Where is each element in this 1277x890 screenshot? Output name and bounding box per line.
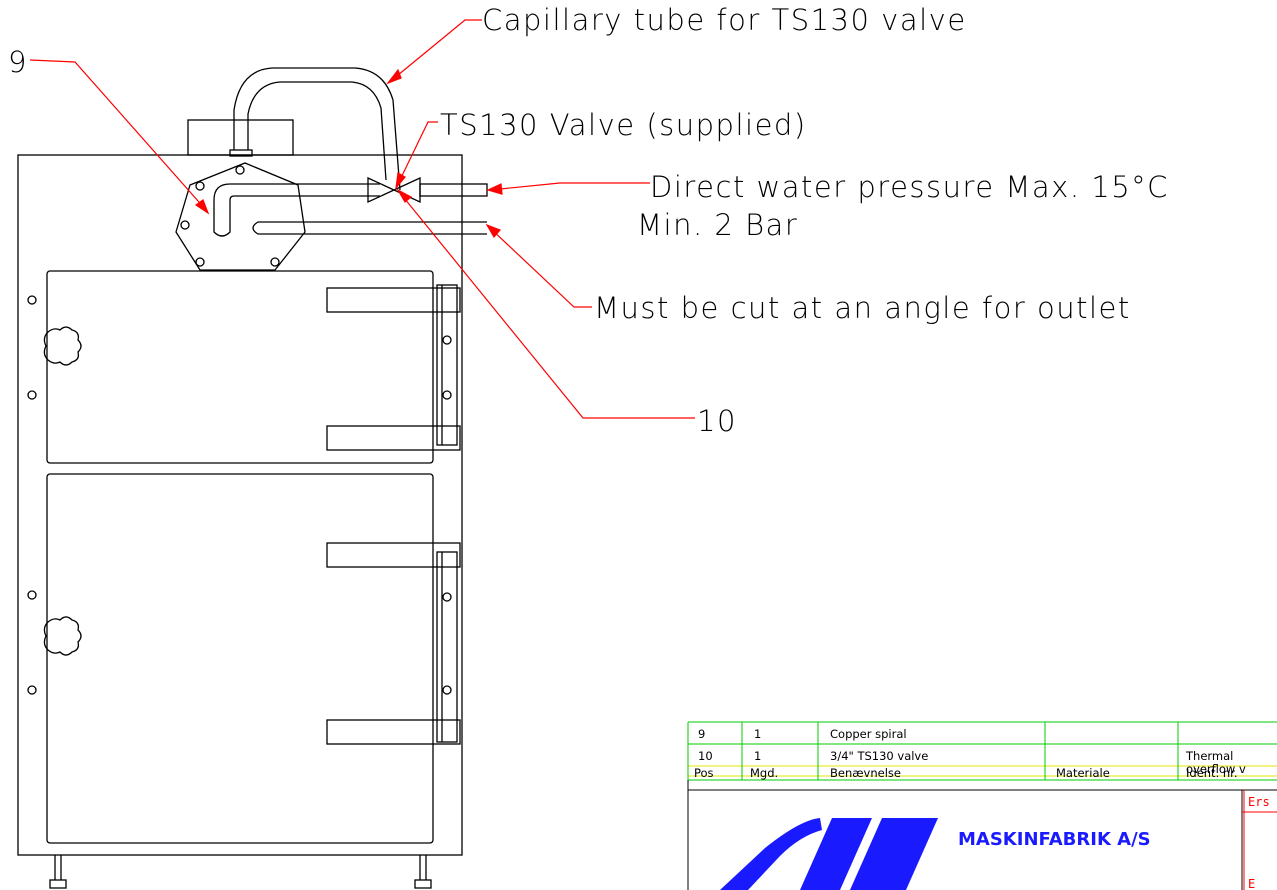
callout-pos9: 9	[8, 45, 28, 79]
hinge-plate	[326, 425, 461, 451]
row10-pos: 10	[698, 749, 713, 763]
ts130-valve	[229, 67, 421, 204]
callout-pressure-line1: Direct water pressure Max. 15°C	[650, 170, 1169, 204]
row9-name: Copper spiral	[830, 727, 907, 741]
callout-valve: TS130 Valve (supplied)	[440, 108, 807, 142]
header-name: Benævnelse	[830, 766, 901, 780]
company-logo	[720, 818, 938, 890]
header-ident: Ident. nr.	[1186, 766, 1238, 780]
leader-lines	[29, 19, 695, 419]
row10-ident2: overflow v	[1186, 762, 1246, 776]
copper-spiral	[175, 162, 488, 271]
callout-outlet: Must be cut at an angle for outlet	[594, 291, 1131, 325]
cabinet	[17, 119, 463, 889]
row10-ident: Thermal	[1185, 749, 1233, 763]
row10-qty: 1	[754, 749, 761, 763]
header-pos: Pos	[694, 766, 714, 780]
callout-pos10: 10	[697, 404, 737, 438]
cabinet-outline	[17, 154, 463, 856]
upper-hinge-strip	[436, 284, 458, 446]
lower-hinge-strip	[436, 551, 458, 743]
hinge-plate	[326, 719, 461, 745]
title-field-e: E	[1248, 877, 1255, 890]
hinge-plate	[326, 542, 461, 568]
capillary-tube	[233, 67, 401, 191]
callout-pressure-line2: Min. 2 Bar	[637, 208, 798, 242]
title-field-ers: Ers	[1248, 795, 1270, 809]
upper-door	[46, 270, 434, 464]
lower-door-handle	[43, 616, 82, 656]
upper-door-handle	[43, 326, 82, 366]
row9-qty: 1	[754, 727, 761, 741]
parts-table	[687, 721, 1277, 890]
company-name: MASKINFABRIK A/S	[958, 829, 1151, 850]
header-material: Materiale	[1056, 766, 1110, 780]
lower-door	[46, 473, 434, 844]
row9-pos: 9	[698, 727, 705, 741]
header-qty: Mgd.	[750, 766, 778, 780]
hinge-plate	[326, 287, 461, 313]
row10-name: 3/4" TS130 valve	[830, 749, 928, 763]
top-box	[187, 119, 294, 156]
callout-capillary: Capillary tube for TS130 valve	[482, 3, 967, 37]
